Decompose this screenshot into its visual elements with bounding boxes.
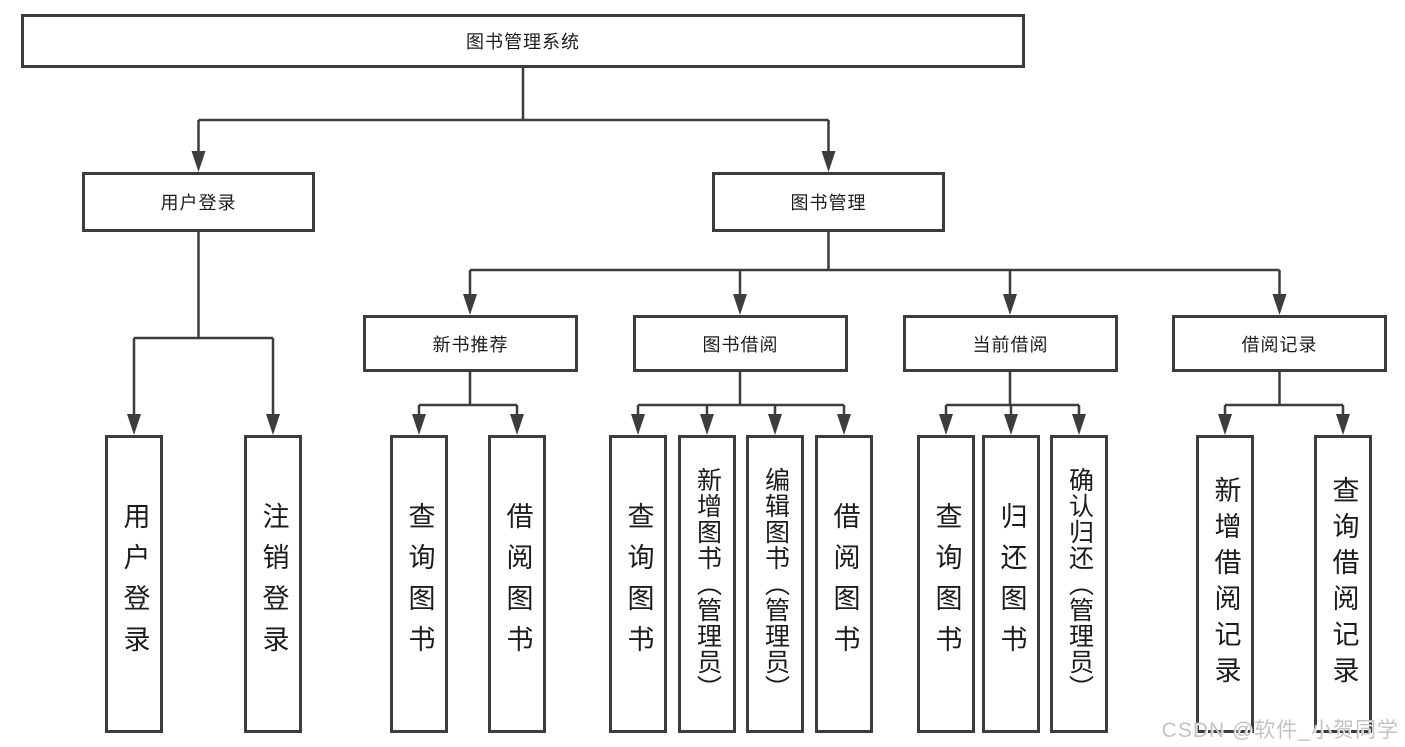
node-user-login-label: 用户登录 [160,193,237,213]
node-new-book-recommend-label: 新书推荐 [432,334,509,355]
node-leaf-return-books-label: 归还图书 [996,502,1027,666]
node-book-management-label: 图书管理 [790,193,867,213]
node-book-management: 图书管理 [712,172,945,232]
node-borrow-records: 借阅记录 [1172,315,1387,372]
node-leaf-confirm-return-admin-label: 确认归还（管理员） [1065,467,1094,701]
node-leaf-borrow-books: 借阅图书 [815,435,873,733]
node-leaf-add-borrow-record-label: 新增借阅记录 [1210,476,1241,692]
node-leaf-user-login: 用户登录 [105,435,163,733]
node-leaf-edit-books-admin: 编辑图书（管理员） [746,435,804,733]
node-leaf-query-books-recommend: 查询图书 [390,435,448,733]
node-leaf-confirm-return-admin: 确认归还（管理员） [1050,435,1108,733]
node-book-borrow: 图书借阅 [633,315,848,372]
node-leaf-borrow-books-label: 借阅图书 [829,502,860,666]
node-leaf-edit-books-admin-label: 编辑图书（管理员） [761,467,790,701]
node-current-borrow: 当前借阅 [903,315,1118,372]
node-leaf-query-borrow-record: 查询借阅记录 [1314,435,1372,733]
node-leaf-add-books-admin-label: 新增图书（管理员） [693,467,722,701]
node-leaf-borrow-books-recommend-label: 借阅图书 [502,502,533,666]
node-new-book-recommend: 新书推荐 [363,315,578,372]
node-current-borrow-label: 当前借阅 [972,334,1049,355]
node-leaf-add-books-admin: 新增图书（管理员） [678,435,736,733]
node-leaf-query-books-recommend-label: 查询图书 [404,502,435,666]
node-leaf-add-borrow-record: 新增借阅记录 [1196,435,1254,733]
node-root-label: 图书管理系统 [466,32,580,52]
node-leaf-return-books: 归还图书 [982,435,1040,733]
csdn-watermark: CSDN @软件_小贺同学 [1161,719,1399,742]
node-leaf-query-books-current-label: 查询图书 [931,502,962,666]
node-leaf-query-books-borrow: 查询图书 [609,435,667,733]
node-leaf-query-borrow-record-label: 查询借阅记录 [1328,476,1359,692]
node-borrow-records-label: 借阅记录 [1241,334,1318,355]
node-leaf-query-books-current: 查询图书 [917,435,975,733]
node-leaf-user-login-label: 用户登录 [119,502,150,666]
node-root: 图书管理系统 [21,14,1025,68]
node-leaf-logout-label: 注销登录 [258,502,289,666]
node-leaf-query-books-borrow-label: 查询图书 [623,502,654,666]
node-leaf-logout: 注销登录 [244,435,302,733]
node-leaf-borrow-books-recommend: 借阅图书 [488,435,546,733]
node-book-borrow-label: 图书借阅 [702,334,779,355]
arrowheads [127,151,1350,435]
node-user-login: 用户登录 [82,172,315,232]
